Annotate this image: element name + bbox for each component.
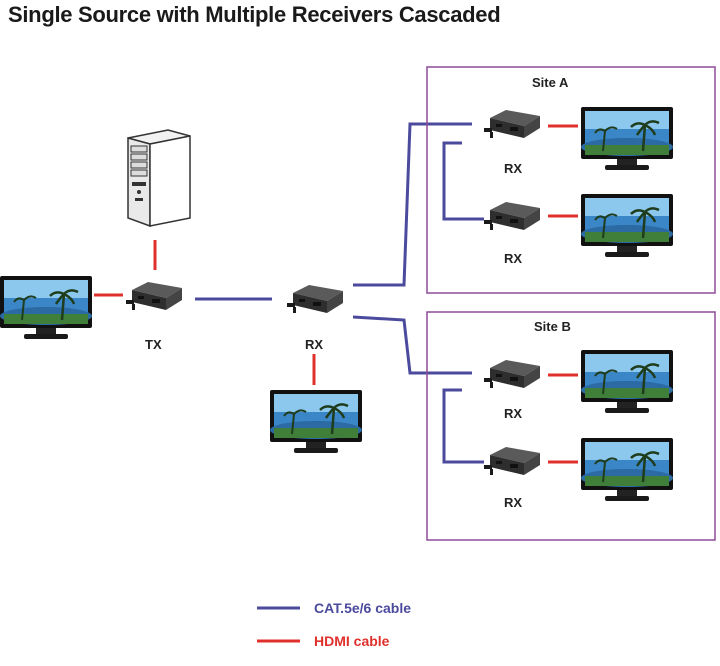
tv-monitor-icon: [581, 350, 673, 414]
tv-monitor-icon: [581, 107, 673, 171]
diagram-title: Single Source with Multiple Receivers Ca…: [8, 2, 501, 27]
legend-cat-label: CAT.5e/6 cable: [314, 600, 411, 616]
rx-b1-label: RX: [504, 406, 522, 421]
rx-b1-extender-icon: [484, 360, 540, 388]
tx-label: TX: [145, 337, 162, 352]
rx-b2-extender-icon: [484, 447, 540, 475]
pc-tower-icon: [127, 129, 191, 227]
site-b-label: Site B: [534, 319, 571, 334]
tv-monitor-icon: [581, 438, 673, 502]
legend: CAT.5e/6 cable HDMI cable: [257, 600, 411, 649]
tv-monitor-icon: [581, 194, 673, 258]
rx-main-extender-icon: [287, 285, 343, 313]
hdmi-cables: [94, 124, 578, 464]
tv-monitor-icon: [0, 276, 92, 340]
rx-a2-label: RX: [504, 251, 522, 266]
site-b-box: [426, 311, 716, 541]
legend-hdmi-label: HDMI cable: [314, 633, 390, 649]
rx-a1-extender-icon: [484, 110, 540, 138]
rx-a1-label: RX: [504, 161, 522, 176]
rx-main-label: RX: [305, 337, 323, 352]
cat-cable-site-b-cascade: [442, 388, 484, 464]
cat-cable-rx-site-b: [352, 315, 472, 375]
cat-cable-rx-site-a: [353, 122, 472, 287]
cat-cable-site-a-cascade: [442, 141, 484, 221]
cat-cables: [195, 122, 484, 464]
site-a-box: [426, 66, 716, 294]
rx-b2-label: RX: [504, 495, 522, 510]
tv-monitor-icon: [270, 390, 362, 454]
rx-a2-extender-icon: [484, 202, 540, 230]
site-a-label: Site A: [532, 75, 569, 90]
tx-extender-icon: [126, 282, 182, 310]
